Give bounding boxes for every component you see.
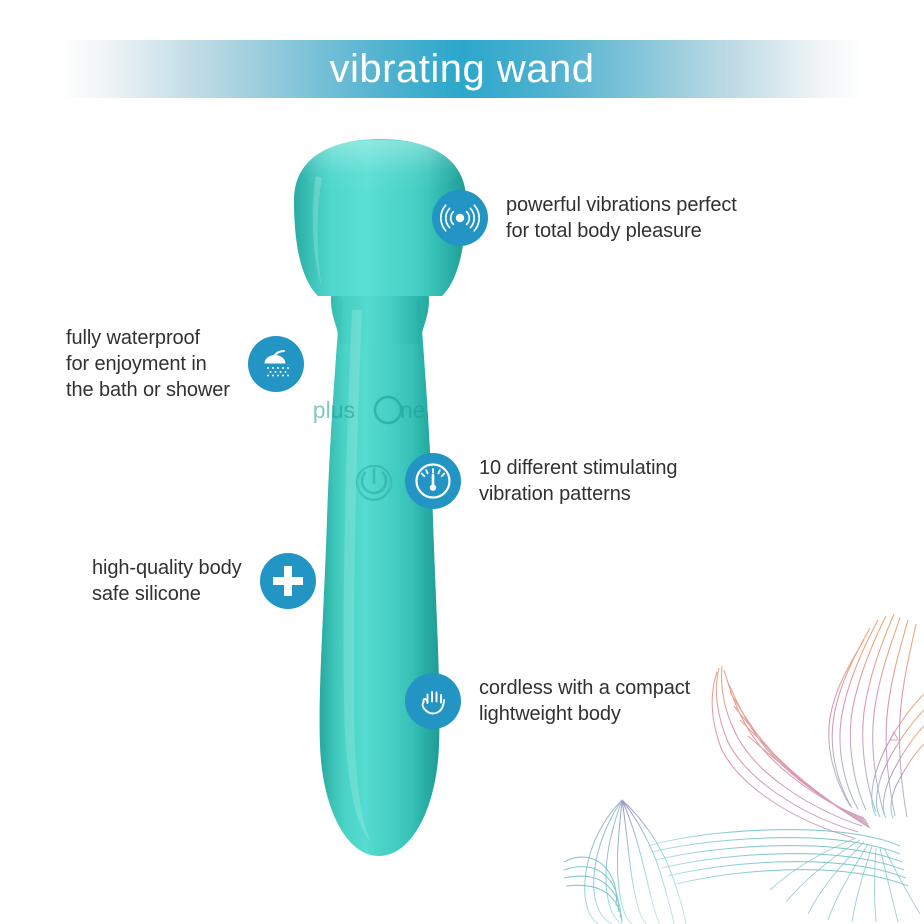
- callout-cordless-text: cordless with a compact lightweight body: [479, 677, 691, 725]
- callout-patterns-text: 10 different stimulating vibration patte…: [479, 457, 678, 505]
- callout-cordless: cordless with a compact lightweight body: [405, 673, 690, 729]
- page-title: vibrating wand: [329, 47, 595, 91]
- shower-head-icon: [247, 336, 304, 392]
- svg-text:ne: ne: [400, 397, 426, 423]
- svg-text:plus: plus: [313, 397, 355, 423]
- callout-patterns: 10 different stimulating vibration patte…: [405, 453, 678, 509]
- gauge-icon: [405, 453, 461, 509]
- vibration-waves-icon: [432, 190, 488, 246]
- callout-waterproof: fully waterproof for enjoyment in the ba…: [66, 325, 304, 403]
- callout-waterproof-text: fully waterproof for enjoyment in the ba…: [66, 327, 230, 401]
- hand-icon: [405, 673, 461, 729]
- header-banner: vibrating wand: [60, 40, 864, 98]
- plus-cross-icon: [259, 553, 316, 609]
- callout-silicone-text: high-quality body safe silicone: [92, 557, 242, 605]
- callout-vibrations: powerful vibrations perfect for total bo…: [432, 190, 737, 246]
- callout-vibrations-text: powerful vibrations perfect for total bo…: [506, 194, 737, 242]
- brand-logo: plus ne: [313, 395, 426, 425]
- callout-silicone: high-quality body safe silicone: [92, 553, 316, 609]
- power-button-icon: [355, 464, 393, 502]
